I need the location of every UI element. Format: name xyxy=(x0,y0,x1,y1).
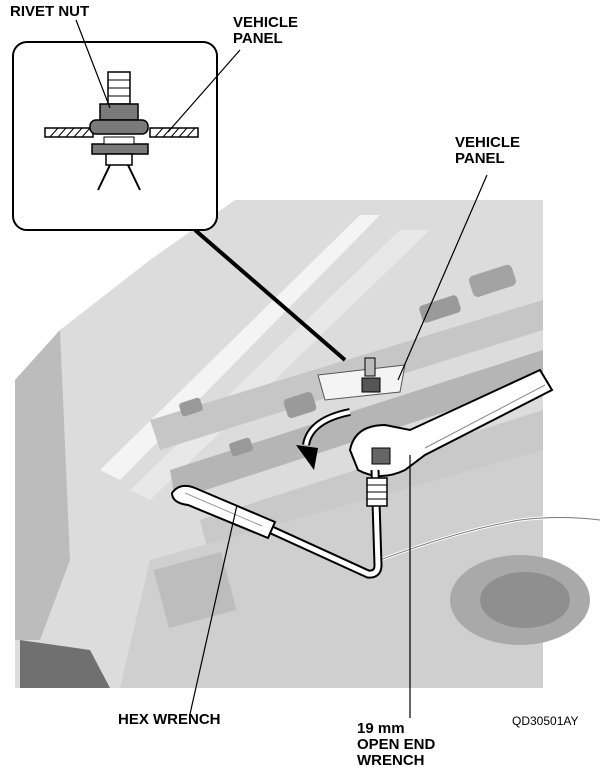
vehicle-panel-main-label-line1: VEHICLE xyxy=(455,134,521,151)
figure-code: QD30501AY xyxy=(512,714,579,728)
open-end-wrench-label-line2: OPEN END xyxy=(357,736,436,753)
vehicle-panel-inset-label-line1: VEHICLE xyxy=(233,14,299,31)
hex-wrench-label: HEX WRENCH xyxy=(118,711,221,728)
leader-lines xyxy=(75,19,488,718)
vehicle-photo xyxy=(15,200,601,688)
open-end-wrench-label-line1: 19 mm xyxy=(357,720,405,737)
rivet-nut-inset xyxy=(12,41,218,231)
vehicle-panel-inset-label-line2: PANEL xyxy=(233,30,283,47)
rivet-nut-label: RIVET NUT xyxy=(10,3,90,20)
vehicle-panel-main-label-line2: PANEL xyxy=(455,150,505,167)
open-end-wrench-label-line3: WRENCH xyxy=(357,752,425,769)
